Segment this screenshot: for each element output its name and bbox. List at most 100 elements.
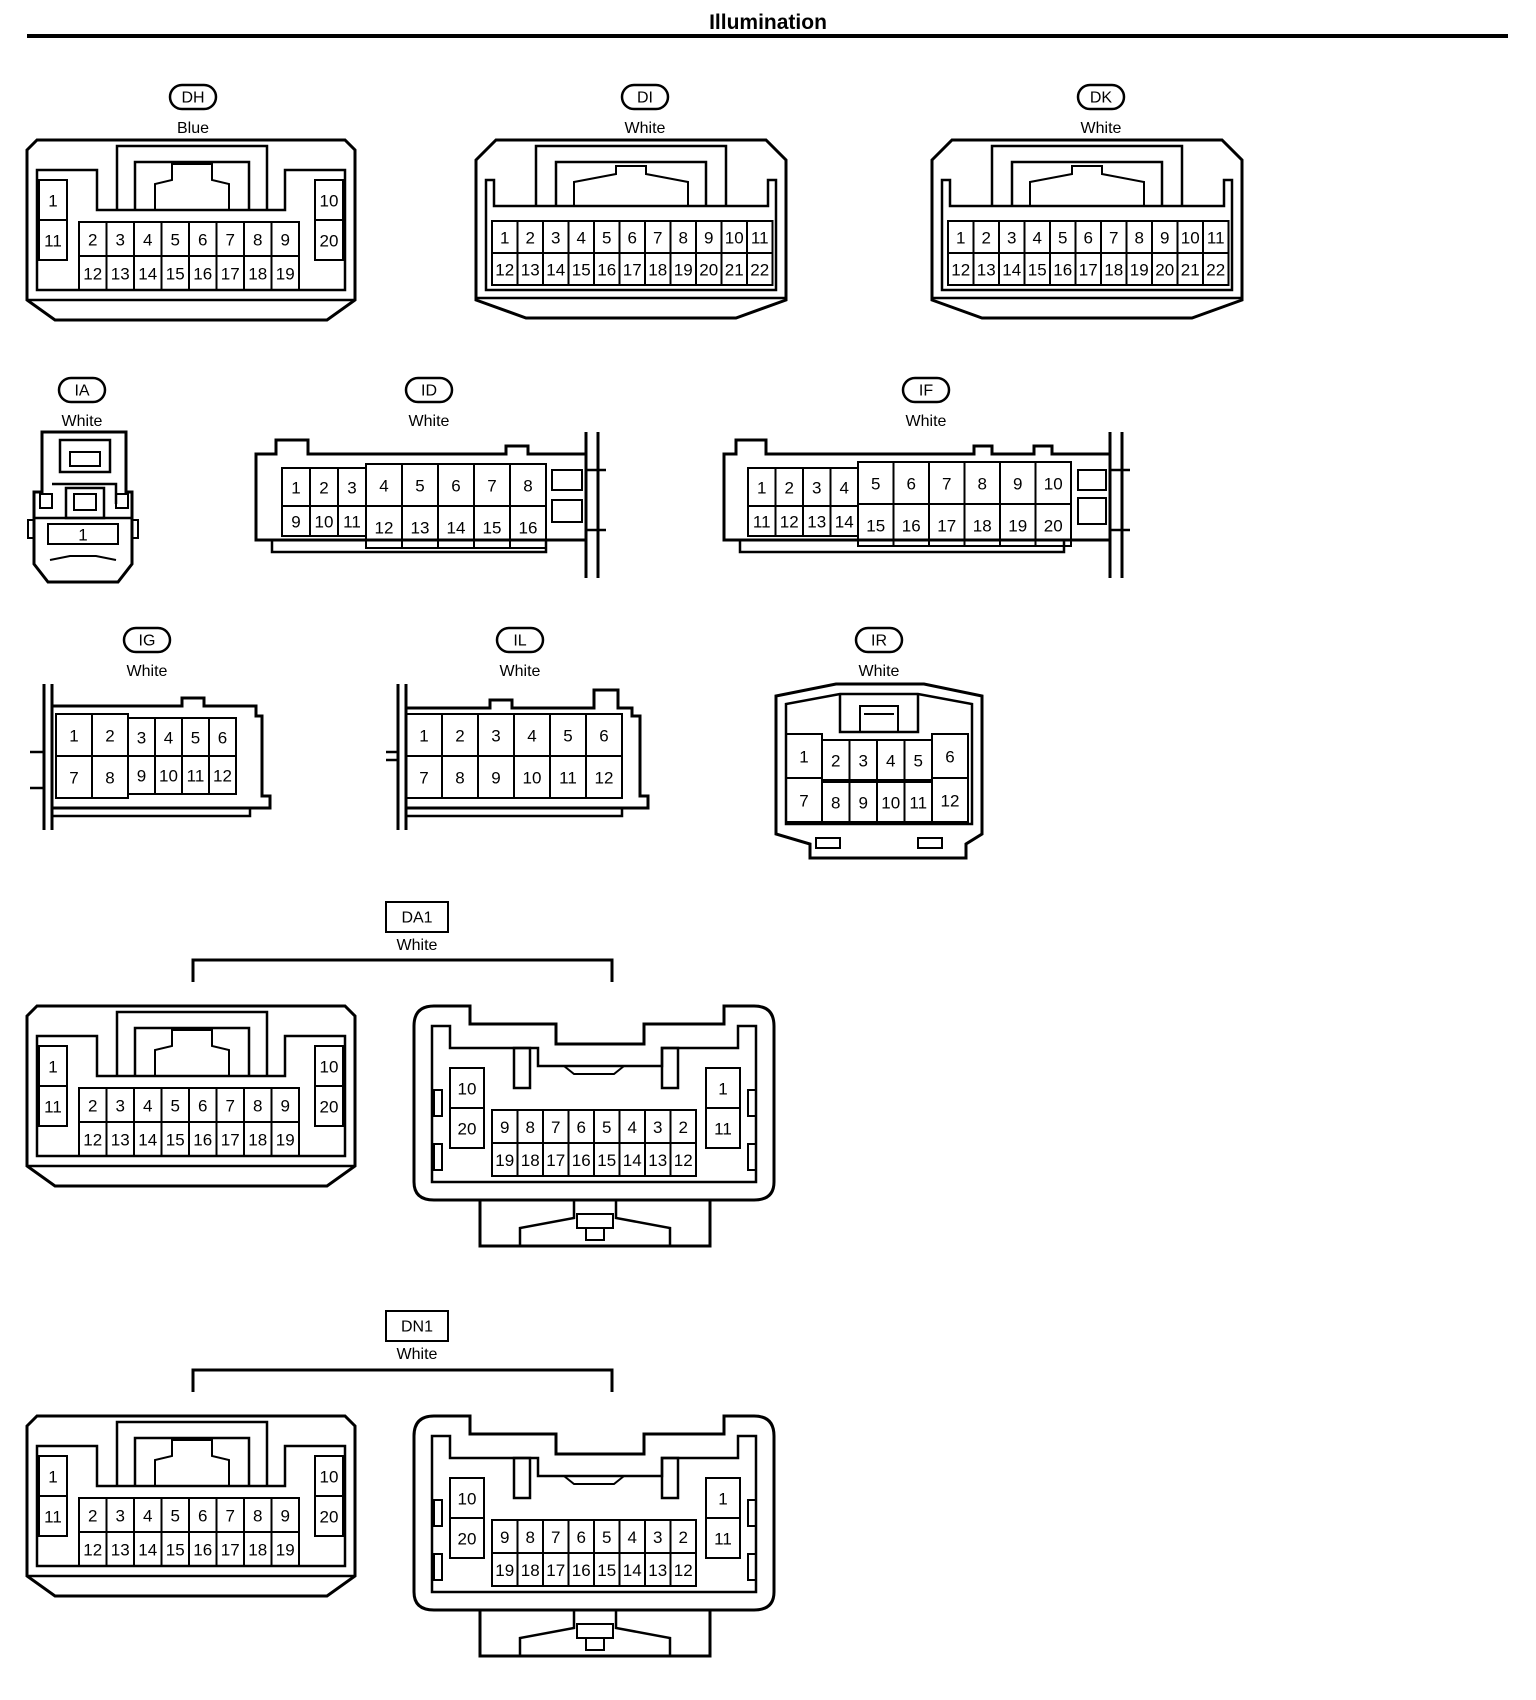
pin-ID-12: 12 <box>375 519 394 538</box>
pin-DI-7: 7 <box>653 229 662 248</box>
housing-outline <box>1010 160 1164 206</box>
pin-DH-4: 4 <box>143 1097 152 1116</box>
pin-IF-14: 14 <box>835 513 854 532</box>
pin-IR-4: 4 <box>886 752 895 771</box>
pin-DK-12: 12 <box>951 261 970 280</box>
pin-IL-10: 10 <box>523 769 542 788</box>
pin-DH-5: 5 <box>602 1528 611 1547</box>
clip <box>27 519 35 539</box>
housing-outline <box>404 808 624 818</box>
pin-DH-17: 17 <box>221 1131 240 1150</box>
housing-outline <box>50 808 252 818</box>
pin-IR-6: 6 <box>945 748 954 767</box>
pin-DH-7: 7 <box>551 1528 560 1547</box>
pin-DH-1: 1 <box>48 1058 57 1077</box>
side-notch <box>747 1143 757 1171</box>
connector-color-IG: White <box>127 663 168 680</box>
pin-IF-13: 13 <box>807 513 826 532</box>
connector-code-IR: IR <box>871 633 887 650</box>
pin-DH-17: 17 <box>546 1151 565 1170</box>
pin-DK-17: 17 <box>1079 261 1098 280</box>
pin-DK-7: 7 <box>1109 229 1118 248</box>
pin-IL-3: 3 <box>491 727 500 746</box>
pin-DH-10: 10 <box>320 1468 339 1487</box>
lock-tab <box>1077 469 1107 491</box>
pin-IL-2: 2 <box>455 727 464 746</box>
pin-DH-9: 9 <box>281 1097 290 1116</box>
housing-outline <box>133 1436 251 1486</box>
pin-IF-20: 20 <box>1044 517 1063 536</box>
pin-DH-8: 8 <box>253 1097 262 1116</box>
pin-ID-6: 6 <box>451 477 460 496</box>
pin-cell <box>903 739 933 781</box>
pin-DI-13: 13 <box>521 261 540 280</box>
skirt-tab <box>585 1227 605 1241</box>
connector-color-DK: White <box>1081 120 1122 137</box>
pin-ID-9: 9 <box>291 513 300 532</box>
pin-cell <box>47 523 119 545</box>
pin-cell <box>1202 252 1230 286</box>
pin-IF-7: 7 <box>942 475 951 494</box>
pin-DH-2: 2 <box>679 1528 688 1547</box>
pin-DH-14: 14 <box>138 1131 157 1150</box>
connector-code-DI: DI <box>637 90 653 107</box>
pin-DH-2: 2 <box>88 231 97 250</box>
pin-DI-21: 21 <box>725 261 744 280</box>
pin-cell <box>705 1517 741 1559</box>
pin-DH-13: 13 <box>111 1131 130 1150</box>
connector-code-IF: IF <box>919 383 933 400</box>
pin-IL-7: 7 <box>419 769 428 788</box>
housing-outline <box>554 160 708 206</box>
connector-code-ID: ID <box>421 383 437 400</box>
housing-outline <box>412 1004 776 1202</box>
connector-code-pill <box>404 376 454 404</box>
pin-DH-20: 20 <box>320 232 339 251</box>
pin-ID-4: 4 <box>379 477 388 496</box>
pin-DH-17: 17 <box>546 1561 565 1580</box>
pin-DK-22: 22 <box>1206 261 1225 280</box>
housing-outline <box>614 1200 672 1246</box>
pin-ID-1: 1 <box>291 479 300 498</box>
pin-DH-15: 15 <box>166 265 185 284</box>
pin-DH-6: 6 <box>198 1097 207 1116</box>
housing-outline <box>573 165 689 206</box>
pin-DH-15: 15 <box>597 1151 616 1170</box>
pin-ID-8: 8 <box>523 477 532 496</box>
pin-DH-16: 16 <box>193 265 212 284</box>
junction-code-box <box>385 1310 449 1342</box>
pin-IL-12: 12 <box>595 769 614 788</box>
pin-DH-10: 10 <box>458 1080 477 1099</box>
housing-outline <box>32 430 134 584</box>
pin-IG-1: 1 <box>69 727 78 746</box>
housing-outline <box>930 138 1244 320</box>
latch-window <box>69 451 101 467</box>
pin-IL-6: 6 <box>599 727 608 746</box>
housing-outline <box>25 1414 357 1598</box>
connector-color-IL: White <box>500 663 541 680</box>
pin-IF-18: 18 <box>973 517 992 536</box>
pin-DH-13: 13 <box>111 265 130 284</box>
skirt-tab <box>576 1623 614 1639</box>
pin-cell <box>38 1495 68 1537</box>
pin-IF-1: 1 <box>757 479 766 498</box>
pin-cell <box>314 219 344 261</box>
pin-DI-12: 12 <box>495 261 514 280</box>
latch-slot <box>660 1456 680 1500</box>
pin-DH-6: 6 <box>198 1507 207 1526</box>
pin-DH-1: 1 <box>48 192 57 211</box>
pin-DK-11: 11 <box>1207 229 1225 248</box>
pin-cell <box>270 1531 300 1567</box>
pin-ID-16: 16 <box>519 519 538 538</box>
pin-DI-19: 19 <box>674 261 693 280</box>
pin-DH-6: 6 <box>198 231 207 250</box>
pin-DH-3: 3 <box>116 1507 125 1526</box>
pin-DK-19: 19 <box>1130 261 1149 280</box>
pin-IF-10: 10 <box>1044 475 1063 494</box>
housing-outline <box>614 1610 672 1656</box>
pin-DH-13: 13 <box>648 1561 667 1580</box>
pin-DH-3: 3 <box>653 1528 662 1547</box>
pin-DK-1: 1 <box>956 229 965 248</box>
